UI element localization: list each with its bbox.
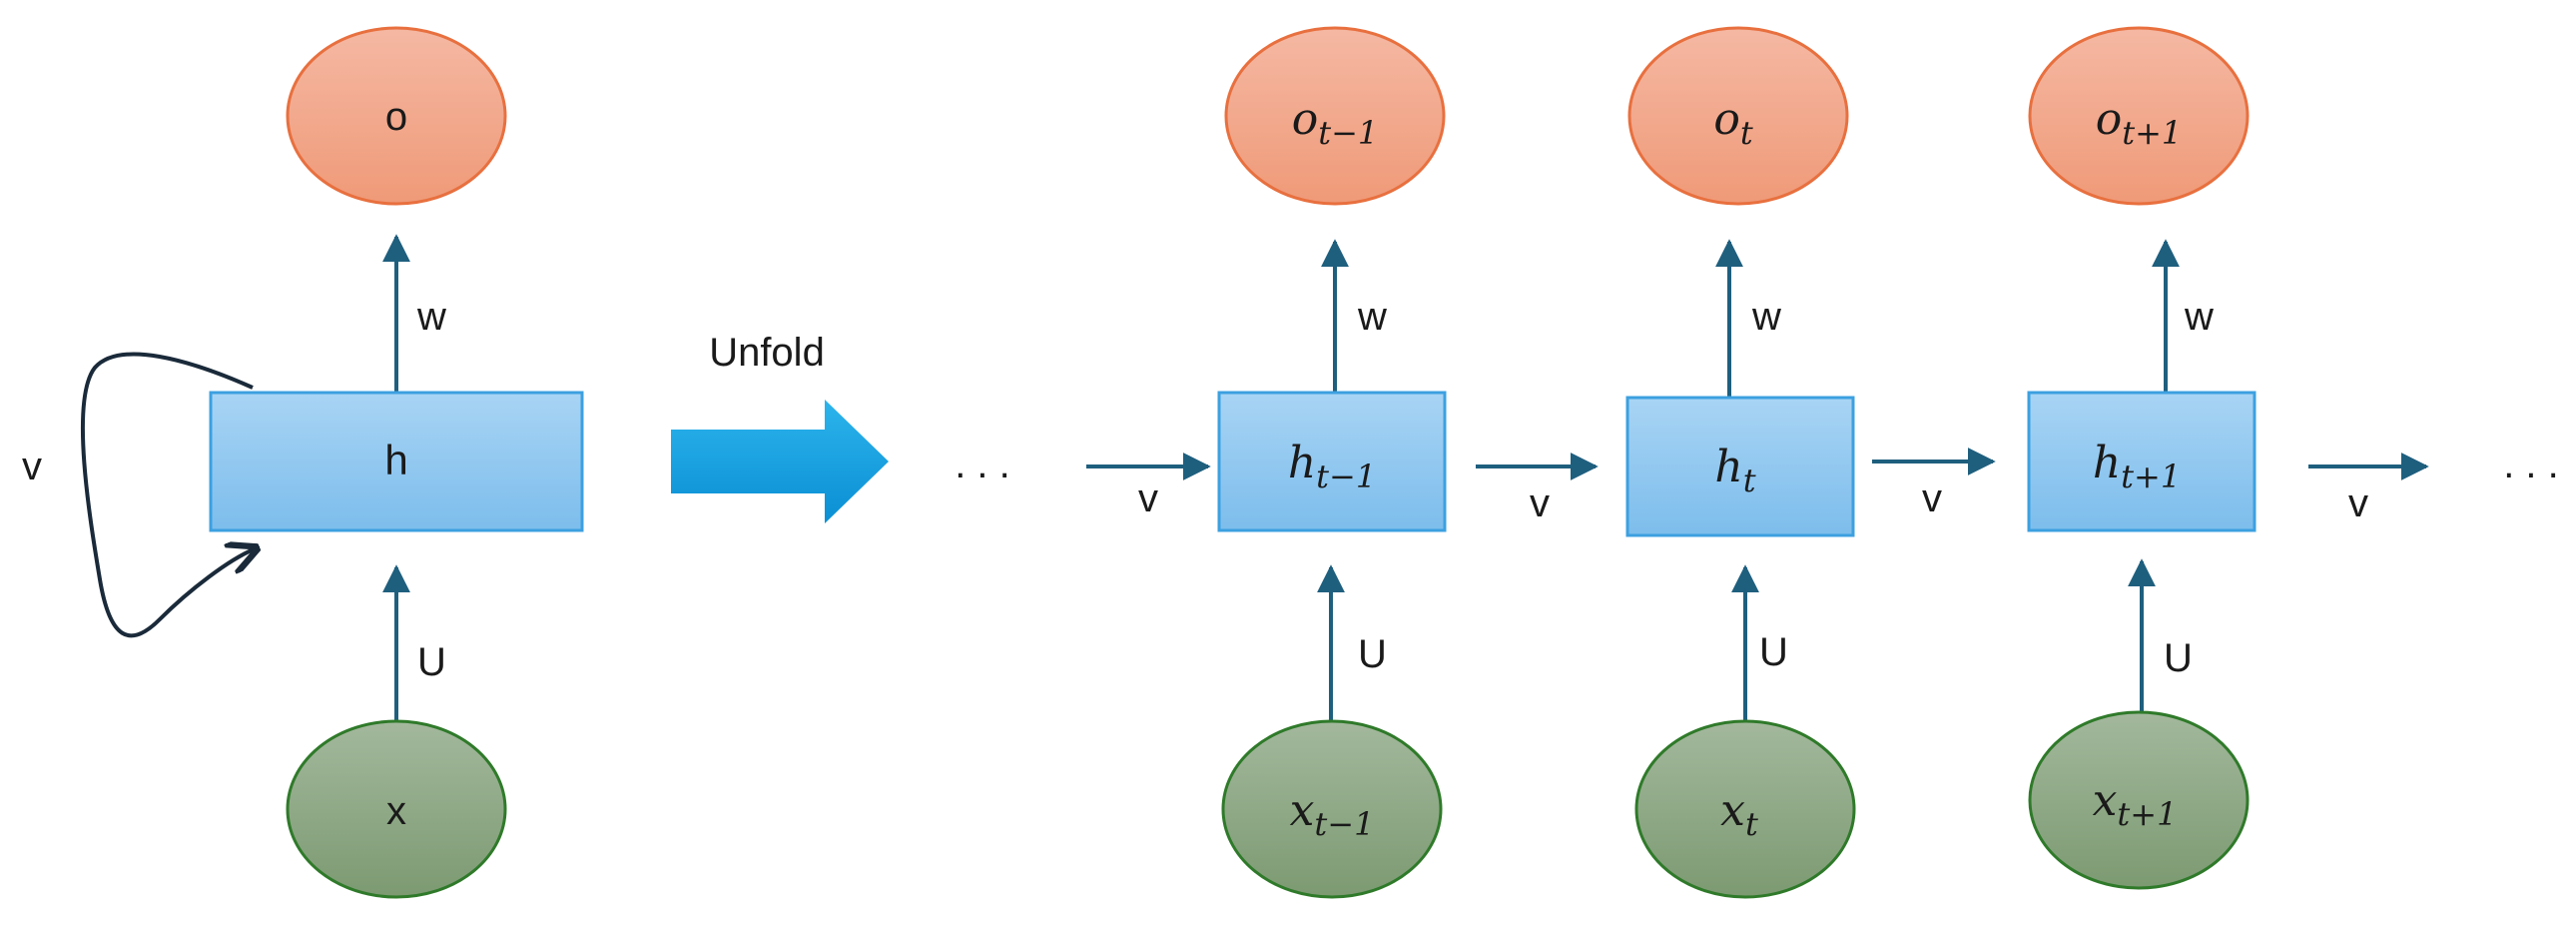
output-subscript: t+1 bbox=[2122, 114, 2182, 152]
output-label: ot+1 bbox=[2096, 94, 2183, 152]
folded-u-label: U bbox=[417, 640, 446, 684]
input-base: x bbox=[2093, 775, 2118, 826]
step-t-plus-1: ot+1 w ht+1 U xt+1 bbox=[2027, 26, 2256, 890]
w-label: w bbox=[2184, 295, 2214, 339]
w-label: w bbox=[1751, 295, 1781, 339]
v-label-out: v bbox=[2348, 481, 2368, 525]
unfold-transition: Unfold bbox=[671, 331, 889, 523]
input-label: xt bbox=[1720, 785, 1758, 843]
output-label: ot−1 bbox=[1292, 94, 1379, 152]
step-t-minus-1: ot−1 w ht−1 U xt−1 bbox=[1217, 26, 1447, 899]
input-node bbox=[1221, 719, 1443, 899]
folded-input-label: x bbox=[386, 789, 406, 833]
input-label: xt−1 bbox=[1290, 785, 1375, 843]
folded-hidden-label: h bbox=[384, 437, 407, 483]
input-subscript: t bbox=[1745, 805, 1758, 843]
output-node bbox=[1627, 26, 1849, 206]
v-label-1: v bbox=[1530, 481, 1550, 525]
output-node bbox=[1224, 26, 1446, 206]
input-base: x bbox=[1720, 785, 1745, 836]
hidden-base: h bbox=[2093, 438, 2121, 488]
input-node bbox=[2028, 710, 2250, 890]
output-base: o bbox=[1292, 94, 1319, 145]
hidden-node bbox=[2027, 391, 2256, 532]
hidden-label: ht+1 bbox=[2093, 438, 2181, 495]
input-subscript: t−1 bbox=[1314, 805, 1374, 843]
output-label: ot bbox=[1713, 94, 1753, 152]
input-label: xt+1 bbox=[2093, 775, 2178, 833]
folded-output-label: o bbox=[385, 95, 407, 139]
hidden-node bbox=[1217, 391, 1447, 532]
hidden-base: h bbox=[1714, 442, 1742, 492]
u-label: U bbox=[1759, 630, 1788, 674]
folded-input-node: x bbox=[286, 719, 507, 899]
hidden-subscript: t+1 bbox=[2121, 458, 2181, 495]
input-base: x bbox=[1290, 785, 1315, 836]
input-subscript: t+1 bbox=[2117, 795, 2177, 833]
hidden-node bbox=[1625, 396, 1855, 537]
output-base: o bbox=[2096, 94, 2123, 145]
hidden-label: ht bbox=[1714, 442, 1755, 499]
w-label: w bbox=[1357, 295, 1387, 339]
ellipsis-left: . . . bbox=[955, 443, 1010, 486]
step-t: ot w ht U xt bbox=[1625, 26, 1856, 899]
folded-rnn: o w h v U x bbox=[22, 26, 584, 899]
input-node bbox=[1634, 719, 1856, 899]
unfolded-rnn: . . . . . . v v ot−1 w ht−1 U xt−1 bbox=[955, 26, 2559, 899]
v-label-2: v bbox=[1922, 476, 1942, 520]
output-subscript: t−1 bbox=[1318, 114, 1378, 152]
hidden-base: h bbox=[1288, 438, 1316, 488]
v-label-in: v bbox=[1138, 476, 1158, 520]
folded-hidden-node: h bbox=[209, 391, 584, 532]
output-base: o bbox=[1713, 94, 1740, 145]
output-subscript: t bbox=[1740, 114, 1753, 152]
hidden-subscript: t−1 bbox=[1316, 458, 1376, 495]
hidden-subscript: t bbox=[1743, 462, 1756, 499]
u-label: U bbox=[2164, 636, 2193, 680]
folded-v-label: v bbox=[22, 445, 42, 488]
hidden-label: ht−1 bbox=[1288, 438, 1376, 495]
folded-w-label: w bbox=[416, 295, 446, 339]
ellipsis-right: . . . bbox=[2503, 443, 2559, 486]
output-node bbox=[2028, 26, 2250, 206]
u-label: U bbox=[1358, 632, 1387, 676]
folded-output-node: o bbox=[286, 26, 507, 206]
folded-recurrent-loop bbox=[80, 352, 254, 638]
unfold-arrow-icon bbox=[671, 400, 889, 523]
unfold-label: Unfold bbox=[709, 331, 825, 375]
